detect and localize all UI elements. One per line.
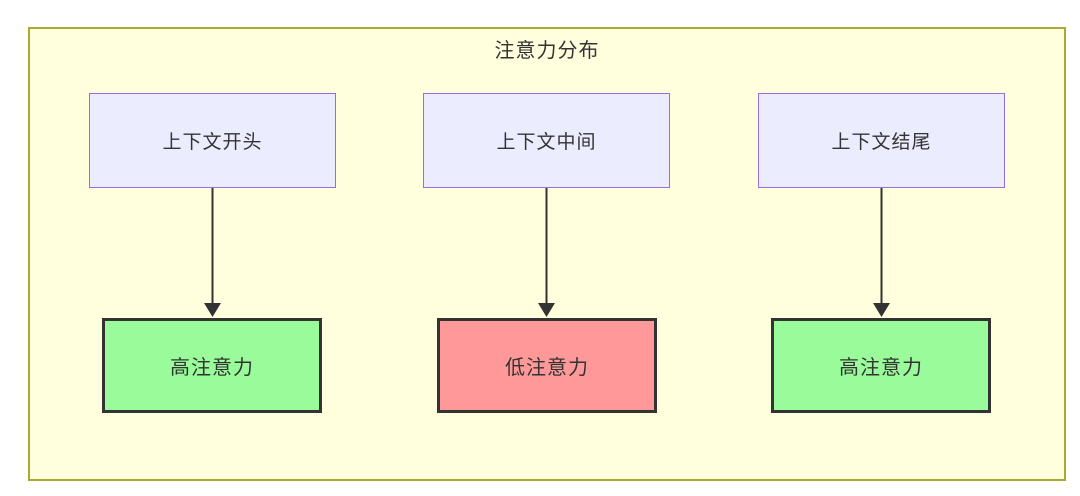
node-context-end: 上下文结尾 [758, 93, 1005, 188]
node-context-start: 上下文开头 [89, 93, 336, 188]
node-high-attention-left: 高注意力 [102, 318, 322, 413]
node-context-start-label: 上下文开头 [162, 131, 263, 153]
node-context-middle: 上下文中间 [423, 93, 670, 188]
node-high-attention-right: 高注意力 [771, 318, 991, 413]
node-low-attention-middle: 低注意力 [437, 318, 657, 413]
node-high-attention-left-label: 高注意力 [170, 355, 254, 379]
node-context-end-label: 上下文结尾 [831, 131, 932, 153]
node-high-attention-right-label: 高注意力 [839, 355, 923, 379]
diagram-title: 注意力分布 [494, 38, 600, 62]
node-low-attention-middle-label: 低注意力 [505, 355, 589, 379]
node-context-middle-label: 上下文中间 [496, 131, 597, 153]
